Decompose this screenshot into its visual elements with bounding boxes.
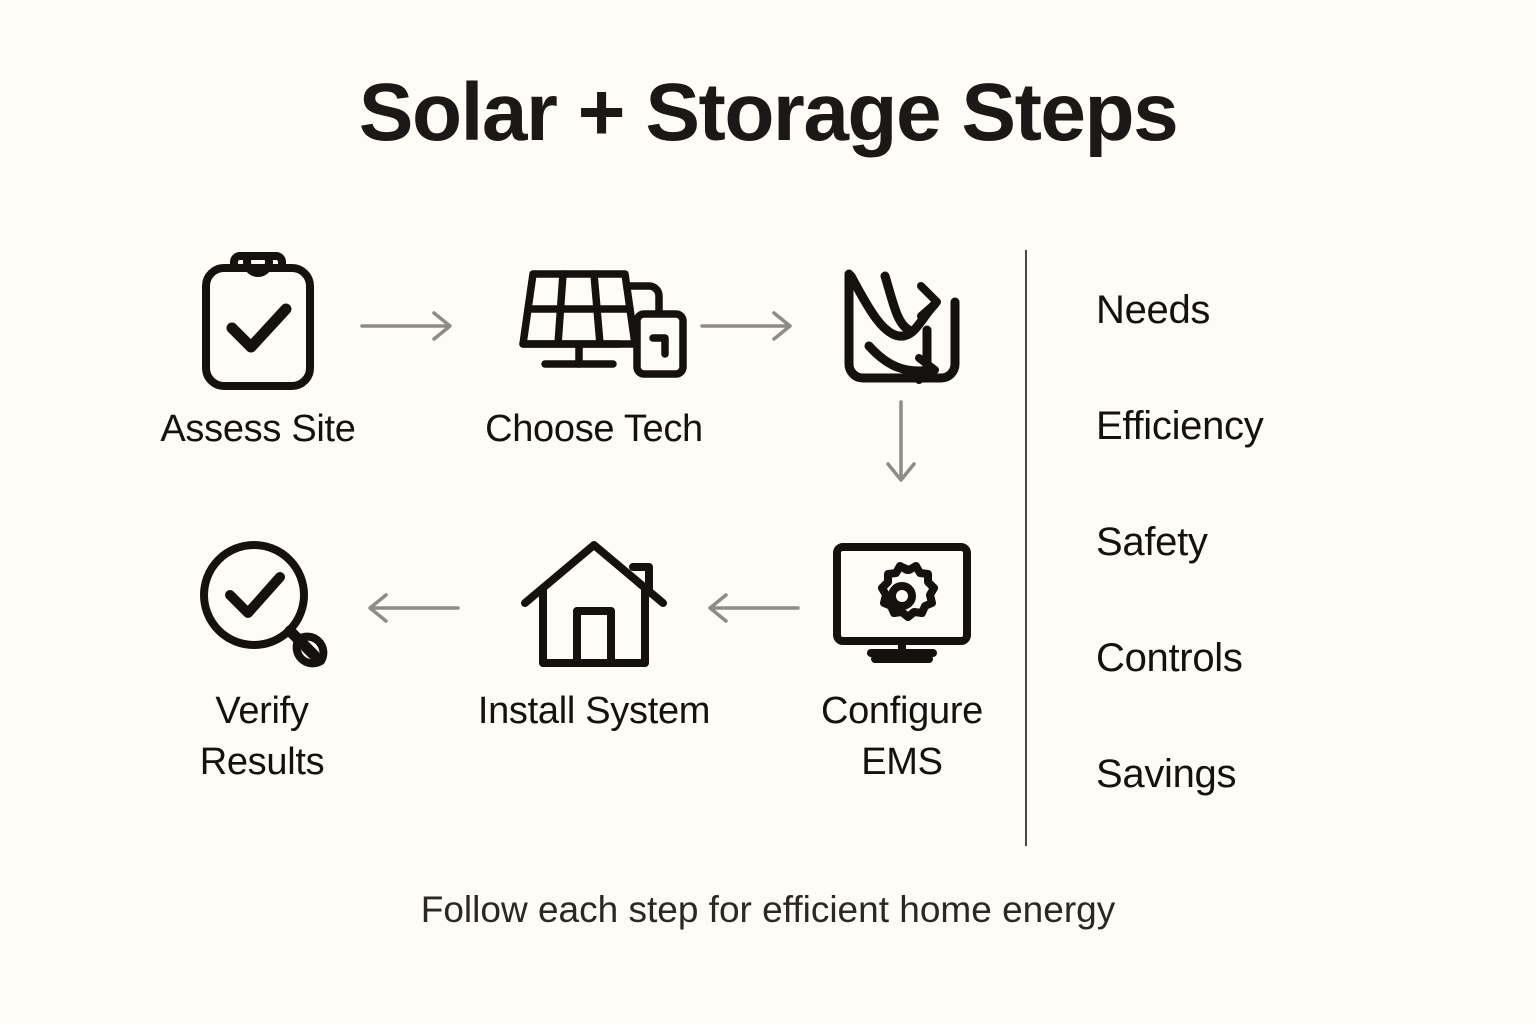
step-assess-site-label: Assess Site xyxy=(160,408,356,450)
verify-label-line1: Verify xyxy=(215,690,309,732)
feature-item-savings: Savings xyxy=(1096,752,1237,796)
step-verify-results[interactable]: Verify Results xyxy=(132,530,392,787)
page-caption: Follow each step for efficient home ener… xyxy=(420,889,1116,930)
vertical-divider xyxy=(1025,250,1027,846)
configure-ems-label-line1: Configure xyxy=(820,690,984,732)
monitor-gear-icon xyxy=(772,530,1032,680)
step-configure-ems-label: Configure EMS xyxy=(772,686,1032,787)
house-icon xyxy=(464,530,724,680)
arrow-assess-to-choose xyxy=(360,308,460,349)
arrow-choose-to-energy xyxy=(700,308,800,349)
feature-item-efficiency: Efficiency xyxy=(1096,404,1264,448)
configure-ems-label-line2: EMS xyxy=(861,740,943,783)
arrow-configure-to-install xyxy=(700,590,800,631)
step-energy-flow[interactable] xyxy=(772,248,1032,404)
arrow-install-to-verify xyxy=(360,590,460,631)
feature-list: Needs Efficiency Safety Controls Savings xyxy=(1096,252,1496,832)
step-choose-tech-label: Choose Tech xyxy=(485,408,703,450)
feature-item-needs: Needs xyxy=(1096,288,1211,332)
clipboard-check-icon xyxy=(128,248,388,398)
magnifier-check-icon xyxy=(132,530,392,680)
feature-item-controls: Controls xyxy=(1096,636,1243,680)
solar-panel-battery-icon xyxy=(464,248,724,398)
feature-item-safety: Safety xyxy=(1096,520,1208,564)
arrow-energy-to-configure xyxy=(876,400,926,497)
energy-flow-icon xyxy=(772,248,1032,398)
step-choose-tech[interactable]: Choose Tech xyxy=(464,248,724,455)
verify-label-line2: Results xyxy=(199,740,325,783)
step-verify-results-label: Verify Results xyxy=(132,686,392,787)
step-configure-ems[interactable]: Configure EMS xyxy=(772,530,1032,787)
step-install-system-label: Install System xyxy=(477,690,711,732)
step-assess-site[interactable]: Assess Site xyxy=(128,248,388,455)
page-title: Solar + Storage Steps xyxy=(358,67,1179,158)
step-install-system[interactable]: Install System xyxy=(464,530,724,737)
